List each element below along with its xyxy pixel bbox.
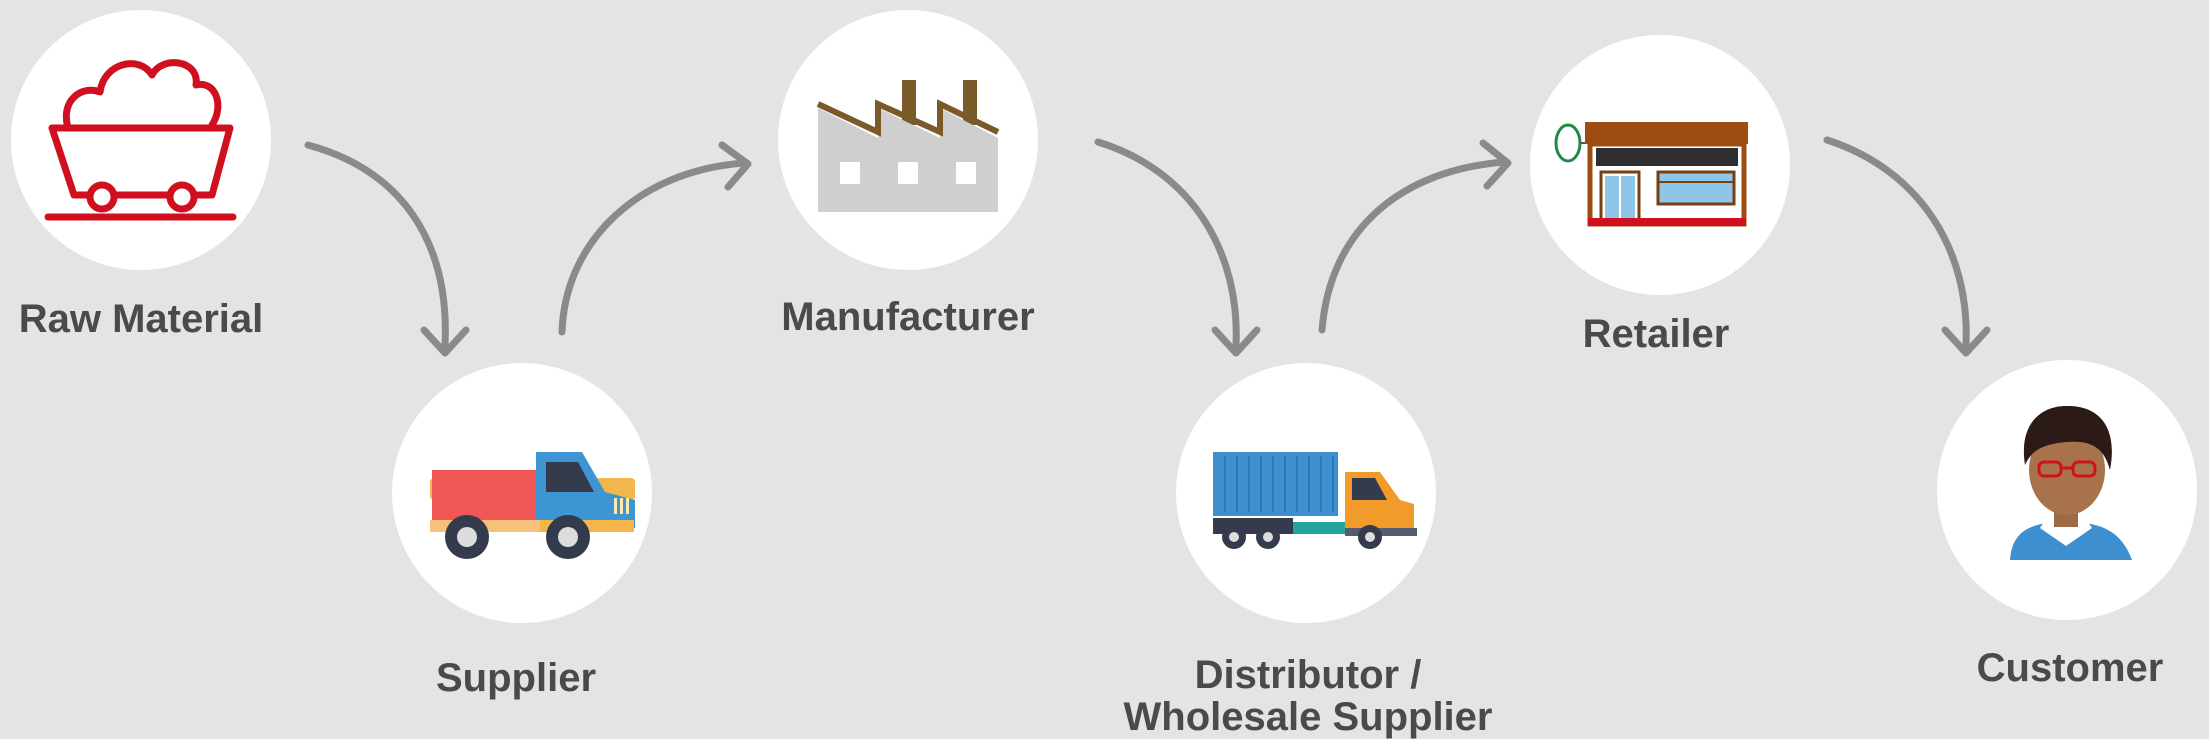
distributor-label: Distributor / Wholesale Supplier — [1124, 654, 1493, 738]
distributor-label-line1: Distributor / — [1194, 653, 1422, 697]
factory-icon — [816, 80, 1000, 212]
customer-label: Customer — [1976, 646, 2164, 690]
arrow-distributor-to-retailer-head — [1479, 139, 1512, 190]
manufacturer-label: Manufacturer — [781, 295, 1035, 339]
arrow-supplier-to-manufacturer — [558, 159, 749, 336]
person-icon — [2010, 405, 2132, 560]
arrow-manufacturer-to-distributor-head — [1211, 326, 1261, 357]
arrow-retailer-to-customer-head — [1941, 326, 1991, 357]
distributor-label-line2: Wholesale Supplier — [1123, 695, 1493, 739]
arrow-retailer-to-customer — [1823, 136, 1970, 349]
mine-cart-icon — [44, 59, 237, 221]
arrow-raw-to-supplier — [304, 141, 449, 349]
container-truck-icon — [1213, 452, 1417, 549]
arrow-distributor-to-retailer — [1318, 158, 1509, 334]
arrow-manufacturer-to-distributor — [1094, 138, 1240, 349]
raw-material-label: Raw Material — [18, 297, 264, 341]
stage-circles — [11, 10, 2197, 623]
store-icon — [1554, 122, 1748, 227]
arrow-raw-to-supplier-head — [420, 326, 470, 357]
truck-icon — [430, 452, 635, 559]
retailer-label: Retailer — [1582, 312, 1730, 356]
supplier-label: Supplier — [435, 656, 597, 700]
raw-material-circle — [11, 10, 271, 270]
connector-arrows — [304, 136, 1991, 357]
arrow-supplier-to-manufacturer-head — [718, 141, 752, 191]
